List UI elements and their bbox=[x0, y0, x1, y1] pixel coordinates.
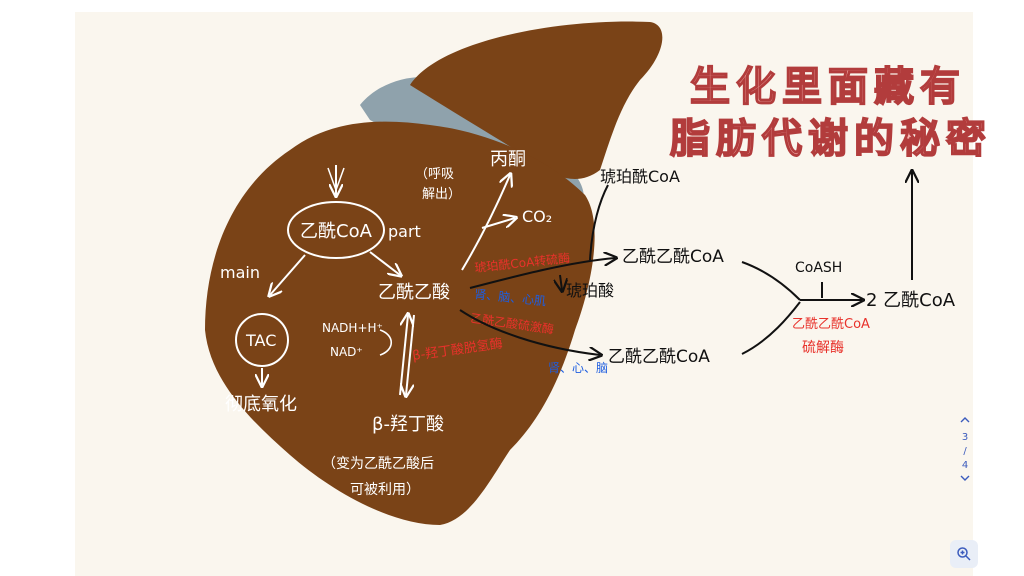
page-indicator: 3 / 4 bbox=[955, 415, 975, 489]
respiratory-note-line2: 解出） bbox=[422, 187, 461, 202]
tac-circle bbox=[235, 313, 289, 367]
zoom-in-icon bbox=[957, 547, 971, 561]
arrow-to-acetoacetate bbox=[369, 251, 400, 275]
input-arrow-2 bbox=[327, 167, 345, 193]
node-acetoacetate: 乙酰乙酸 bbox=[378, 282, 450, 303]
node-beta-hydroxybutyrate: β-羟丁酸 bbox=[372, 414, 444, 435]
chevron-up-icon[interactable] bbox=[955, 415, 975, 431]
node-acetoacetyl-coa-2: 乙酰乙酰CoA bbox=[608, 347, 710, 367]
acetyl-coa-circle bbox=[287, 201, 385, 259]
node-succinyl-coa: 琥珀酰CoA bbox=[600, 167, 680, 186]
page-current: 3 bbox=[961, 432, 969, 443]
node-nad: NAD⁺ bbox=[330, 345, 363, 359]
arrow-acetoacetyl-top bbox=[469, 258, 615, 289]
label-thiolase-line2: 硫解酶 bbox=[802, 340, 844, 356]
node-nadh: NADH+H⁺ bbox=[322, 321, 383, 335]
page-separator: / bbox=[963, 446, 967, 457]
node-acetoacetyl-coa-1: 乙酰乙酰CoA bbox=[622, 247, 724, 267]
beta-note-line1: （变为乙酰乙酸后 bbox=[322, 456, 434, 472]
node-succinate: 琥珀酸 bbox=[566, 281, 614, 300]
label-part: part bbox=[388, 222, 421, 241]
node-co2: CO₂ bbox=[522, 207, 552, 226]
arrow-to-succinate bbox=[560, 274, 562, 290]
label-thiolase-line1: 乙酰乙酰CoA bbox=[792, 317, 870, 332]
zoom-button[interactable] bbox=[950, 540, 978, 568]
merge-line-top bbox=[741, 261, 801, 301]
arrow-to-co2 bbox=[481, 218, 515, 229]
page-total: 4 bbox=[961, 460, 969, 471]
respiratory-note-line1: （呼吸 bbox=[415, 167, 454, 182]
title-line-1: 生化里面藏有 bbox=[690, 64, 966, 110]
arrow-acetoacetyl-bottom bbox=[459, 309, 600, 355]
node-coash: CoASH bbox=[795, 260, 842, 276]
label-main: main bbox=[220, 263, 260, 282]
succinyl-coa-line bbox=[589, 184, 609, 261]
node-acetyl-coa: 乙酰CoA bbox=[300, 221, 373, 242]
label-organ-2: 肾、心、脑 bbox=[548, 361, 608, 375]
arrow-to-tac bbox=[270, 254, 306, 295]
chevron-down-icon[interactable] bbox=[955, 473, 975, 489]
node-tac: TAC bbox=[245, 331, 276, 350]
reversible-arrow-up bbox=[399, 315, 408, 396]
node-2-acetyl-coa: 2 乙酰CoA bbox=[866, 290, 956, 311]
reversible-arrow-down bbox=[406, 314, 415, 395]
beta-note-line2: 可被利用） bbox=[350, 482, 420, 498]
node-acetone: 丙酮 bbox=[490, 149, 526, 170]
liver-right-lobe bbox=[410, 21, 663, 180]
node-complete-oxidation: 彻底氧化 bbox=[225, 394, 297, 415]
arrow-to-acetone bbox=[461, 175, 510, 271]
merge-line-bottom bbox=[741, 301, 801, 355]
nad-curve bbox=[379, 329, 393, 356]
title-line-2: 脂肪代谢的秘密 bbox=[670, 116, 992, 162]
